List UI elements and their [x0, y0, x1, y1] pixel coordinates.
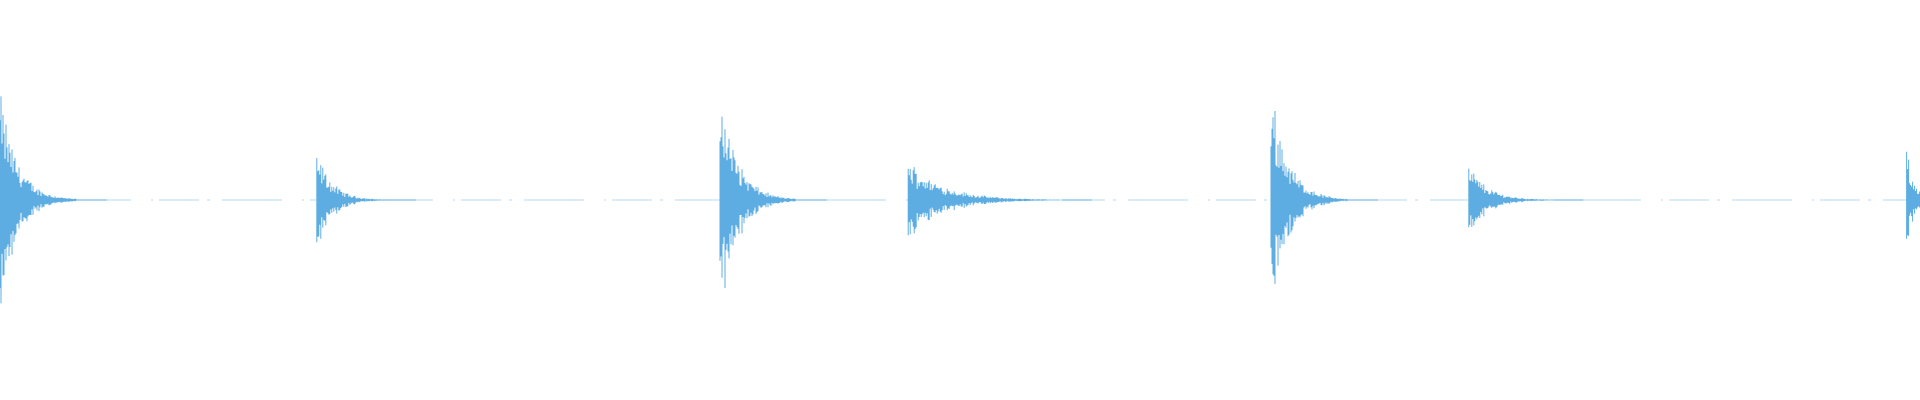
waveform-burst [1906, 151, 1920, 239]
waveform-burst [719, 116, 827, 289]
waveform-burst-samples [316, 158, 387, 243]
waveform-burst [316, 158, 416, 243]
waveform-burst [1270, 111, 1378, 284]
waveform-burst-samples [719, 116, 797, 289]
waveform-burst-samples [907, 167, 1062, 236]
waveform-burst-samples [0, 96, 77, 304]
waveform-burst [0, 96, 107, 304]
waveform-burst [907, 167, 1092, 236]
waveform-burst-samples [1270, 111, 1348, 284]
waveform-burst-samples [1906, 151, 1920, 239]
waveform-burst-samples [1468, 168, 1554, 228]
waveform-burst [1468, 168, 1584, 228]
